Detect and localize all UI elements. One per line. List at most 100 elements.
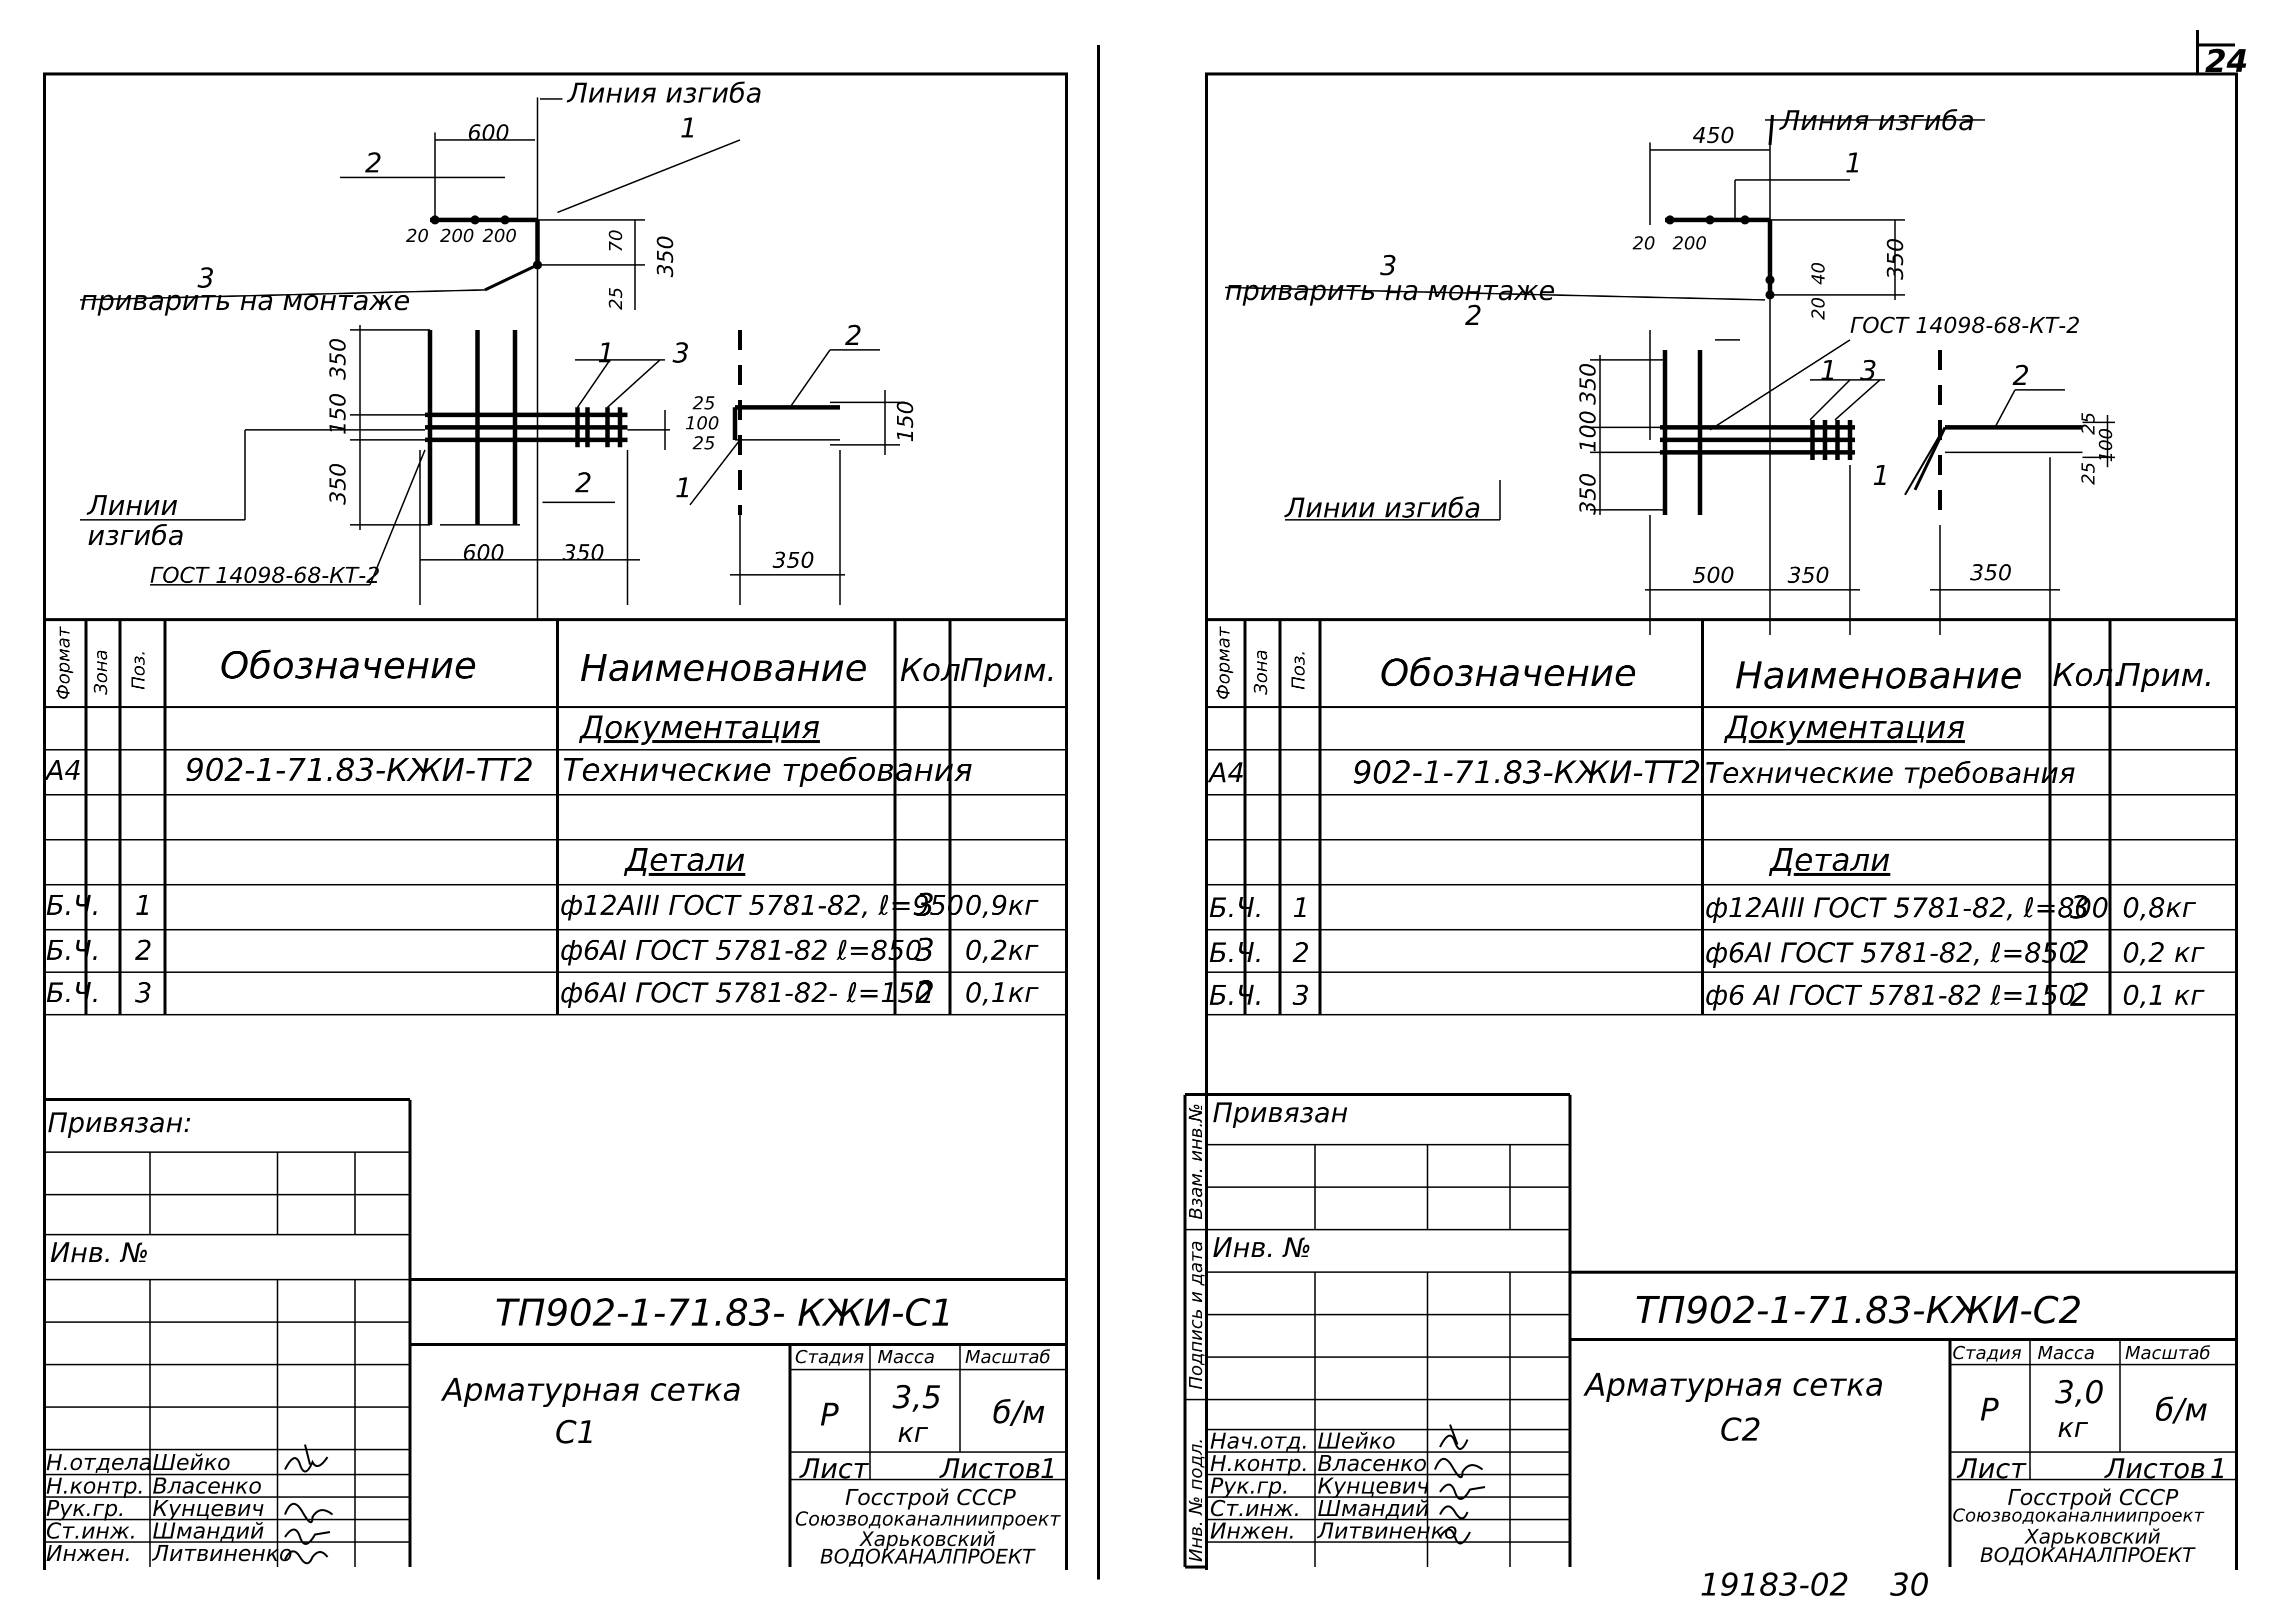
r-stage-value: Р bbox=[1980, 1392, 1999, 1428]
staff-name-3: Кунцевич bbox=[152, 1496, 264, 1522]
position-1-detail: 1 bbox=[675, 472, 692, 504]
r-section-documentation: Документация bbox=[1725, 709, 1965, 746]
r-dim-25b: 25 bbox=[2078, 462, 2099, 485]
staff-role-3: Рук.гр. bbox=[46, 1496, 126, 1522]
r-col-note: Прим. bbox=[2118, 657, 2214, 693]
position-2-detail: 2 bbox=[845, 320, 862, 351]
org-2: Союзводоканалниипроект bbox=[795, 1508, 1060, 1530]
r-dim-100-side: 100 bbox=[1576, 410, 1601, 452]
row3-format: Б.Ч. bbox=[46, 977, 100, 1009]
r-dim-25a: 25 bbox=[2078, 412, 2099, 435]
stage-label: Стадия bbox=[795, 1347, 864, 1368]
r-dim-450: 450 bbox=[1692, 123, 1734, 148]
r-bend-lines-label: Линии изгиба bbox=[1285, 492, 1482, 524]
r-staff-name-5: Литвиненко bbox=[1318, 1519, 1458, 1544]
sheet-left bbox=[43, 72, 1068, 1570]
r-side-label-2: Подпись и дата bbox=[1186, 1240, 1206, 1390]
dim-20: 20 bbox=[406, 226, 429, 246]
r-side-label-3: Инв. № подл. bbox=[1186, 1438, 1206, 1562]
r-position-1-plan: 1 bbox=[1820, 355, 1838, 386]
r-doc-format: А4 bbox=[1209, 757, 1245, 789]
col-zone: Зона bbox=[91, 649, 112, 695]
r-staff-name-1: Шейко bbox=[1318, 1429, 1396, 1454]
r-bend-line-label: Линия изгиба bbox=[1780, 105, 1975, 136]
r-sheet-label: Лист bbox=[1958, 1453, 2026, 1485]
row2-format: Б.Ч. bbox=[46, 935, 100, 966]
stage-value: Р bbox=[820, 1397, 839, 1433]
r-org-2: Союзводоканалниипроект bbox=[1952, 1506, 2204, 1526]
row3-qty: 2 bbox=[915, 974, 935, 1011]
r-dim-500: 500 bbox=[1692, 563, 1734, 588]
sheets-label: Листов bbox=[940, 1453, 1041, 1485]
r-mass-value: 3,0 bbox=[2055, 1374, 2104, 1411]
r-scale-value: б/м bbox=[2155, 1392, 2208, 1428]
r-side-label-1: Взам. инв.№ bbox=[1186, 1103, 1206, 1220]
bend-lines-label-1: Линии bbox=[88, 490, 178, 521]
col-qty: Кол bbox=[900, 652, 961, 688]
drawing-code: ТП902-1-71.83- КЖИ-С1 bbox=[495, 1292, 954, 1335]
r-org-4: ВОДОКАНАЛПРОЕКТ bbox=[1980, 1544, 2194, 1567]
archive-number: 19183-02 bbox=[1700, 1567, 1850, 1603]
row1-name: ф12АIII ГОСТ 5781-82, ℓ=950 bbox=[560, 890, 964, 921]
col-format: Формат bbox=[54, 626, 74, 700]
staff-role-2: Н.контр. bbox=[46, 1474, 144, 1499]
sheets-count: 1 bbox=[1040, 1453, 1058, 1485]
r-dim-350-bottom: 350 bbox=[1788, 563, 1830, 588]
r-org-3: Харьковский bbox=[2025, 1526, 2161, 1549]
org-4: ВОДОКАНАЛПРОЕКТ bbox=[820, 1546, 1034, 1569]
row2-note: 0,2кг bbox=[965, 935, 1038, 966]
r-doc-name: Технические требования bbox=[1705, 757, 2076, 790]
col-pos: Поз. bbox=[128, 650, 149, 690]
row3-name: ф6АI ГОСТ 5781-82- ℓ=150 bbox=[560, 977, 932, 1009]
r-col-designation: Обозначение bbox=[1380, 652, 1637, 695]
scale-label: Масштаб bbox=[965, 1347, 1051, 1368]
r-position-1-detail: 1 bbox=[1872, 460, 1890, 491]
r-drawing-code: ТП902-1-71.83-КЖИ-С2 bbox=[1635, 1289, 2082, 1332]
row2-name: ф6АI ГОСТ 5781-82 ℓ=850 bbox=[560, 935, 922, 966]
r-position-1: 1 bbox=[1845, 147, 1862, 179]
bound-label: Привязан: bbox=[48, 1107, 192, 1139]
r-drawing-name-1: Арматурная сетка bbox=[1585, 1367, 1884, 1403]
r-row2-name: ф6АI ГОСТ 5781-82, ℓ=850 bbox=[1705, 937, 2076, 969]
r-row3-pos: 3 bbox=[1292, 980, 1310, 1011]
r-dim-350-elev: 350 bbox=[1883, 238, 1908, 280]
r-row1-note: 0,8кг bbox=[2122, 892, 2196, 924]
r-mass-unit: кг bbox=[2058, 1412, 2088, 1444]
staff-role-1: Н.отдела bbox=[46, 1450, 152, 1476]
r-stage-label: Стадия bbox=[1952, 1343, 2022, 1364]
r-dim-350-side-b: 350 bbox=[1576, 473, 1601, 515]
r-position-2: 2 bbox=[1465, 300, 1482, 331]
sheet-label: Лист bbox=[800, 1453, 868, 1485]
dim-100: 100 bbox=[685, 413, 720, 434]
drawing-name-1: Арматурная сетка bbox=[442, 1372, 742, 1408]
dim-350-bottom: 350 bbox=[562, 540, 604, 566]
r-dim-40: 40 bbox=[1808, 262, 1829, 285]
bend-lines-label-2: изгиба bbox=[88, 520, 184, 551]
r-dim-200: 200 bbox=[1672, 233, 1707, 254]
r-row1-format: Б.Ч. bbox=[1209, 892, 1264, 924]
position-3: 3 bbox=[198, 262, 215, 294]
r-dim-100: 100 bbox=[2096, 428, 2116, 462]
r-scale-label: Масштаб bbox=[2125, 1343, 2211, 1364]
r-staff-role-3: Рук.гр. bbox=[1210, 1474, 1290, 1499]
doc-name: Технические требования bbox=[562, 752, 973, 788]
gost-note: ГОСТ 14098-68-КТ-2 bbox=[150, 563, 380, 588]
r-weld-note: приварить на монтаже bbox=[1225, 275, 1556, 306]
position-3-plan: 3 bbox=[672, 337, 690, 369]
dim-600-bottom: 600 bbox=[462, 540, 504, 566]
staff-name-4: Шмандий bbox=[152, 1519, 264, 1544]
row3-note: 0,1кг bbox=[965, 977, 1038, 1009]
r-doc-designation: 902-1-71.83-КЖИ-ТТ2 bbox=[1352, 754, 1702, 791]
dim-150: 150 bbox=[893, 400, 918, 442]
r-row2-format: Б.Ч. bbox=[1209, 937, 1264, 969]
dim-350-elev: 350 bbox=[653, 235, 678, 277]
r-row3-qty: 2 bbox=[2070, 977, 2090, 1013]
dim-25-b: 25 bbox=[692, 433, 716, 454]
dim-200a: 200 bbox=[440, 226, 474, 246]
position-2: 2 bbox=[365, 147, 382, 179]
r-staff-name-2: Власенко bbox=[1318, 1451, 1427, 1477]
weld-note: приварить на монтаже bbox=[80, 285, 410, 316]
dim-25-a: 25 bbox=[692, 393, 716, 414]
row2-qty: 3 bbox=[915, 932, 935, 968]
